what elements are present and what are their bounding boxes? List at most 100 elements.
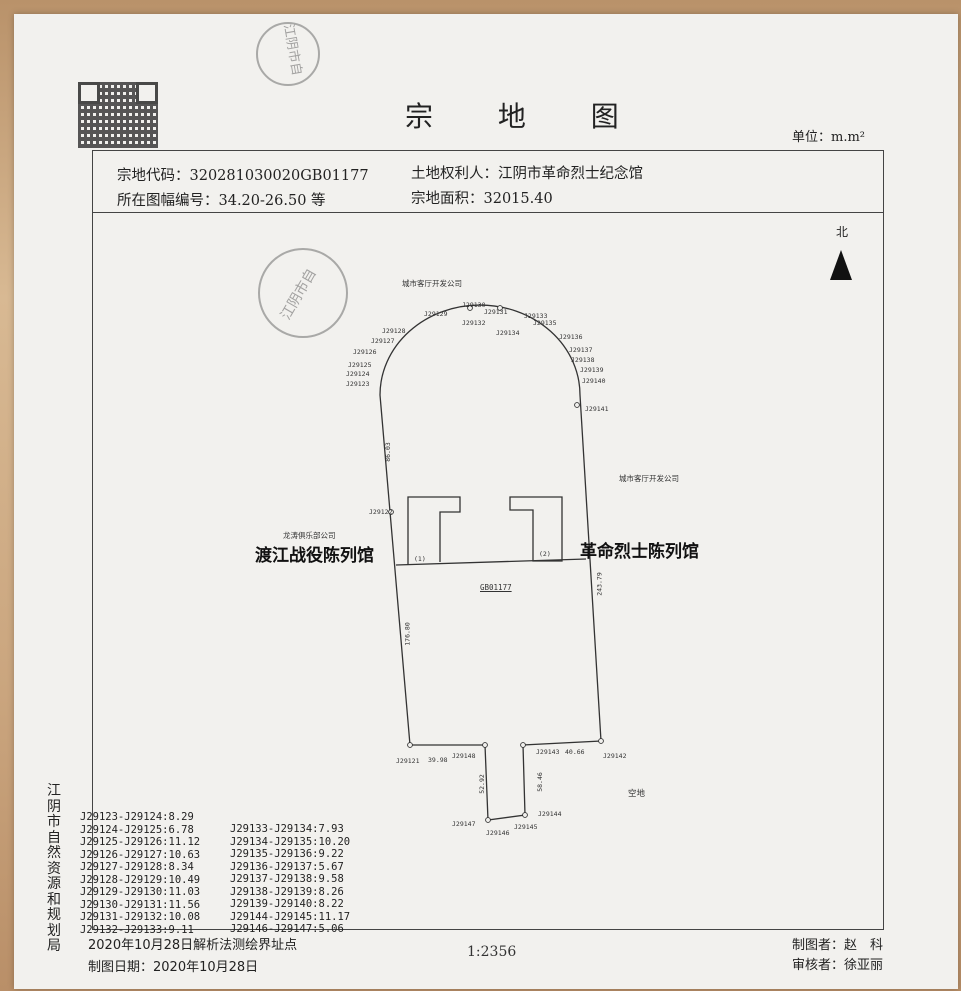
distance-row: J29132-J29133:9.11	[80, 923, 194, 936]
pt-label-J29134: J29134	[496, 329, 520, 337]
qr-code-icon	[78, 82, 158, 148]
distance-row: J29123-J29124:8.29	[80, 811, 194, 823]
distance-row: J29124-J29125:6.78	[80, 823, 194, 836]
distance-row: J29135-J29136:9.22	[230, 848, 344, 860]
pt-J29144	[522, 812, 528, 818]
map-frame	[92, 150, 884, 930]
pt-J29122	[388, 509, 394, 515]
north-label: 北	[836, 225, 849, 239]
pt-label-J29141: J29141	[585, 405, 609, 413]
distance-row: J29128-J29129:10.49	[80, 873, 201, 886]
building-2	[509, 496, 563, 562]
distance-row: J29129-J29130:11.03	[80, 886, 201, 898]
owner-value: 江阴市革命烈士纪念馆	[498, 166, 643, 182]
pt-label-J29132: J29132	[462, 319, 486, 327]
pt-J29142	[598, 738, 604, 744]
building-1-label: (1)	[414, 555, 426, 563]
parcel-boundary	[379, 304, 602, 821]
top-stamp-icon	[256, 22, 320, 86]
pt-label-J29142: J29142	[603, 752, 627, 760]
pt-label-J29139: J29139	[580, 366, 604, 374]
authority-vertical-text: 江阴市自然资源和规划局	[47, 783, 61, 954]
pt-label-J29130: J29130	[462, 301, 486, 309]
dim-west-lower: 176.80	[403, 622, 412, 646]
pt-label-J29124: J29124	[346, 370, 370, 378]
distance-row: J29137-J29138:9.58	[230, 873, 344, 885]
pt-J29141	[574, 402, 580, 408]
pt-J29148	[482, 742, 488, 748]
distance-row: J29134-J29135:10.20	[230, 835, 351, 848]
pt-J29130	[467, 305, 473, 311]
pt-label-J29136: J29136	[559, 333, 583, 341]
distance-row: J29127-J29128:8.34	[80, 861, 194, 873]
north-arrow-icon	[830, 250, 852, 280]
parcel-code-label: 宗地代码：	[117, 168, 190, 184]
dim-west-upper: 86.03	[383, 442, 392, 462]
distance-row: J29131-J29132:10.08	[80, 911, 201, 923]
drafter-label: 制图者：赵 科	[792, 938, 884, 953]
hall-right-label: 革命烈士陈列馆	[580, 542, 699, 562]
parcel-code-value: 320281030020GB01177	[189, 168, 369, 184]
pt-label-J29122: J29122	[369, 508, 393, 516]
pt-label-J29140: J29140	[582, 377, 606, 385]
dim-east: 243.79	[595, 572, 604, 596]
area-label: 宗地面积：	[411, 191, 484, 207]
pt-label-J29131: J29131	[484, 308, 508, 316]
pt-label-J29121: J29121	[396, 757, 420, 765]
pt-J29143	[520, 742, 526, 748]
pt-label-J29144: J29144	[538, 810, 562, 818]
area-row: 宗地面积：32015.40	[411, 187, 553, 208]
neighbor-east: 城市客厅开发公司	[619, 474, 679, 483]
dim-south-left: 39.98	[428, 756, 448, 764]
pt-label-J29127: J29127	[371, 337, 395, 345]
pt-label-J29125: J29125	[348, 361, 372, 369]
hall-divider-line	[395, 558, 587, 566]
pt-label-J29126: J29126	[353, 348, 377, 356]
distance-row: J29144-J29145:11.17	[230, 910, 351, 923]
distance-row: J29130-J29131:11.56	[80, 898, 201, 911]
document-sheet	[14, 14, 958, 989]
owner-label: 土地权利人：	[411, 166, 498, 182]
distance-table-col2: J29133-J29134:7.93 J29134-J29135:10.20 J…	[230, 823, 350, 936]
distance-table-col1: J29123-J29124:8.29 J29124-J29125:6.78 J2…	[80, 811, 200, 936]
parcel-code-row: 宗地代码：320281030020GB01177	[117, 164, 369, 185]
distance-row: J29125-J29126:11.12	[80, 836, 201, 848]
distance-row: J29146-J29147:5.06	[230, 923, 344, 935]
neighbor-west: 龙涛俱乐部公司	[283, 531, 336, 540]
distance-row: J29133-J29134:7.93	[230, 823, 344, 835]
unit-label: 单位：m.m²	[792, 130, 865, 145]
draw-date: 制图日期：2020年10月28日	[88, 960, 259, 975]
pt-label-J29143: J29143	[536, 748, 560, 756]
dim-south-right: 40.66	[565, 748, 585, 756]
document-title: 宗 地 图	[405, 100, 647, 133]
map-sheet-value: 34.20-26.50 等	[218, 193, 326, 209]
pt-label-J29128: J29128	[382, 327, 406, 335]
pt-J29121	[407, 742, 413, 748]
pt-J29131	[497, 305, 503, 311]
neighbor-north: 城市客厅开发公司	[402, 279, 462, 288]
building-2-label: (2)	[539, 550, 551, 558]
distance-row: J29138-J29139:8.26	[230, 885, 344, 898]
area-value: 32015.40	[483, 191, 553, 207]
scale-label: 1:2356	[467, 944, 517, 960]
reviewer-label: 审核者：徐亚丽	[792, 958, 884, 973]
distance-row: J29136-J29137:5.67	[230, 860, 344, 873]
pt-J29147	[485, 817, 491, 823]
pt-label-J29135: J29135	[533, 319, 557, 327]
pt-label-J29137: J29137	[569, 346, 593, 354]
distance-row: J29126-J29127:10.63	[80, 848, 201, 861]
pt-label-J29147: J29147	[452, 820, 476, 828]
map-sheet-label: 所在图幅编号：	[117, 193, 219, 209]
distance-row: J29139-J29140:8.22	[230, 898, 344, 910]
dim-stem-left: 52.92	[477, 774, 486, 794]
map-sheet-row: 所在图幅编号：34.20-26.50 等	[117, 189, 326, 210]
pt-label-J29148: J29148	[452, 752, 476, 760]
parcel-id-label: GB01177	[480, 583, 512, 592]
map-stamp-icon	[258, 248, 348, 338]
pt-label-J29146: J29146	[486, 829, 510, 837]
header-divider	[92, 212, 884, 213]
building-1	[407, 496, 461, 565]
pt-label-J29123: J29123	[346, 380, 370, 388]
pt-label-J29145: J29145	[514, 823, 538, 831]
